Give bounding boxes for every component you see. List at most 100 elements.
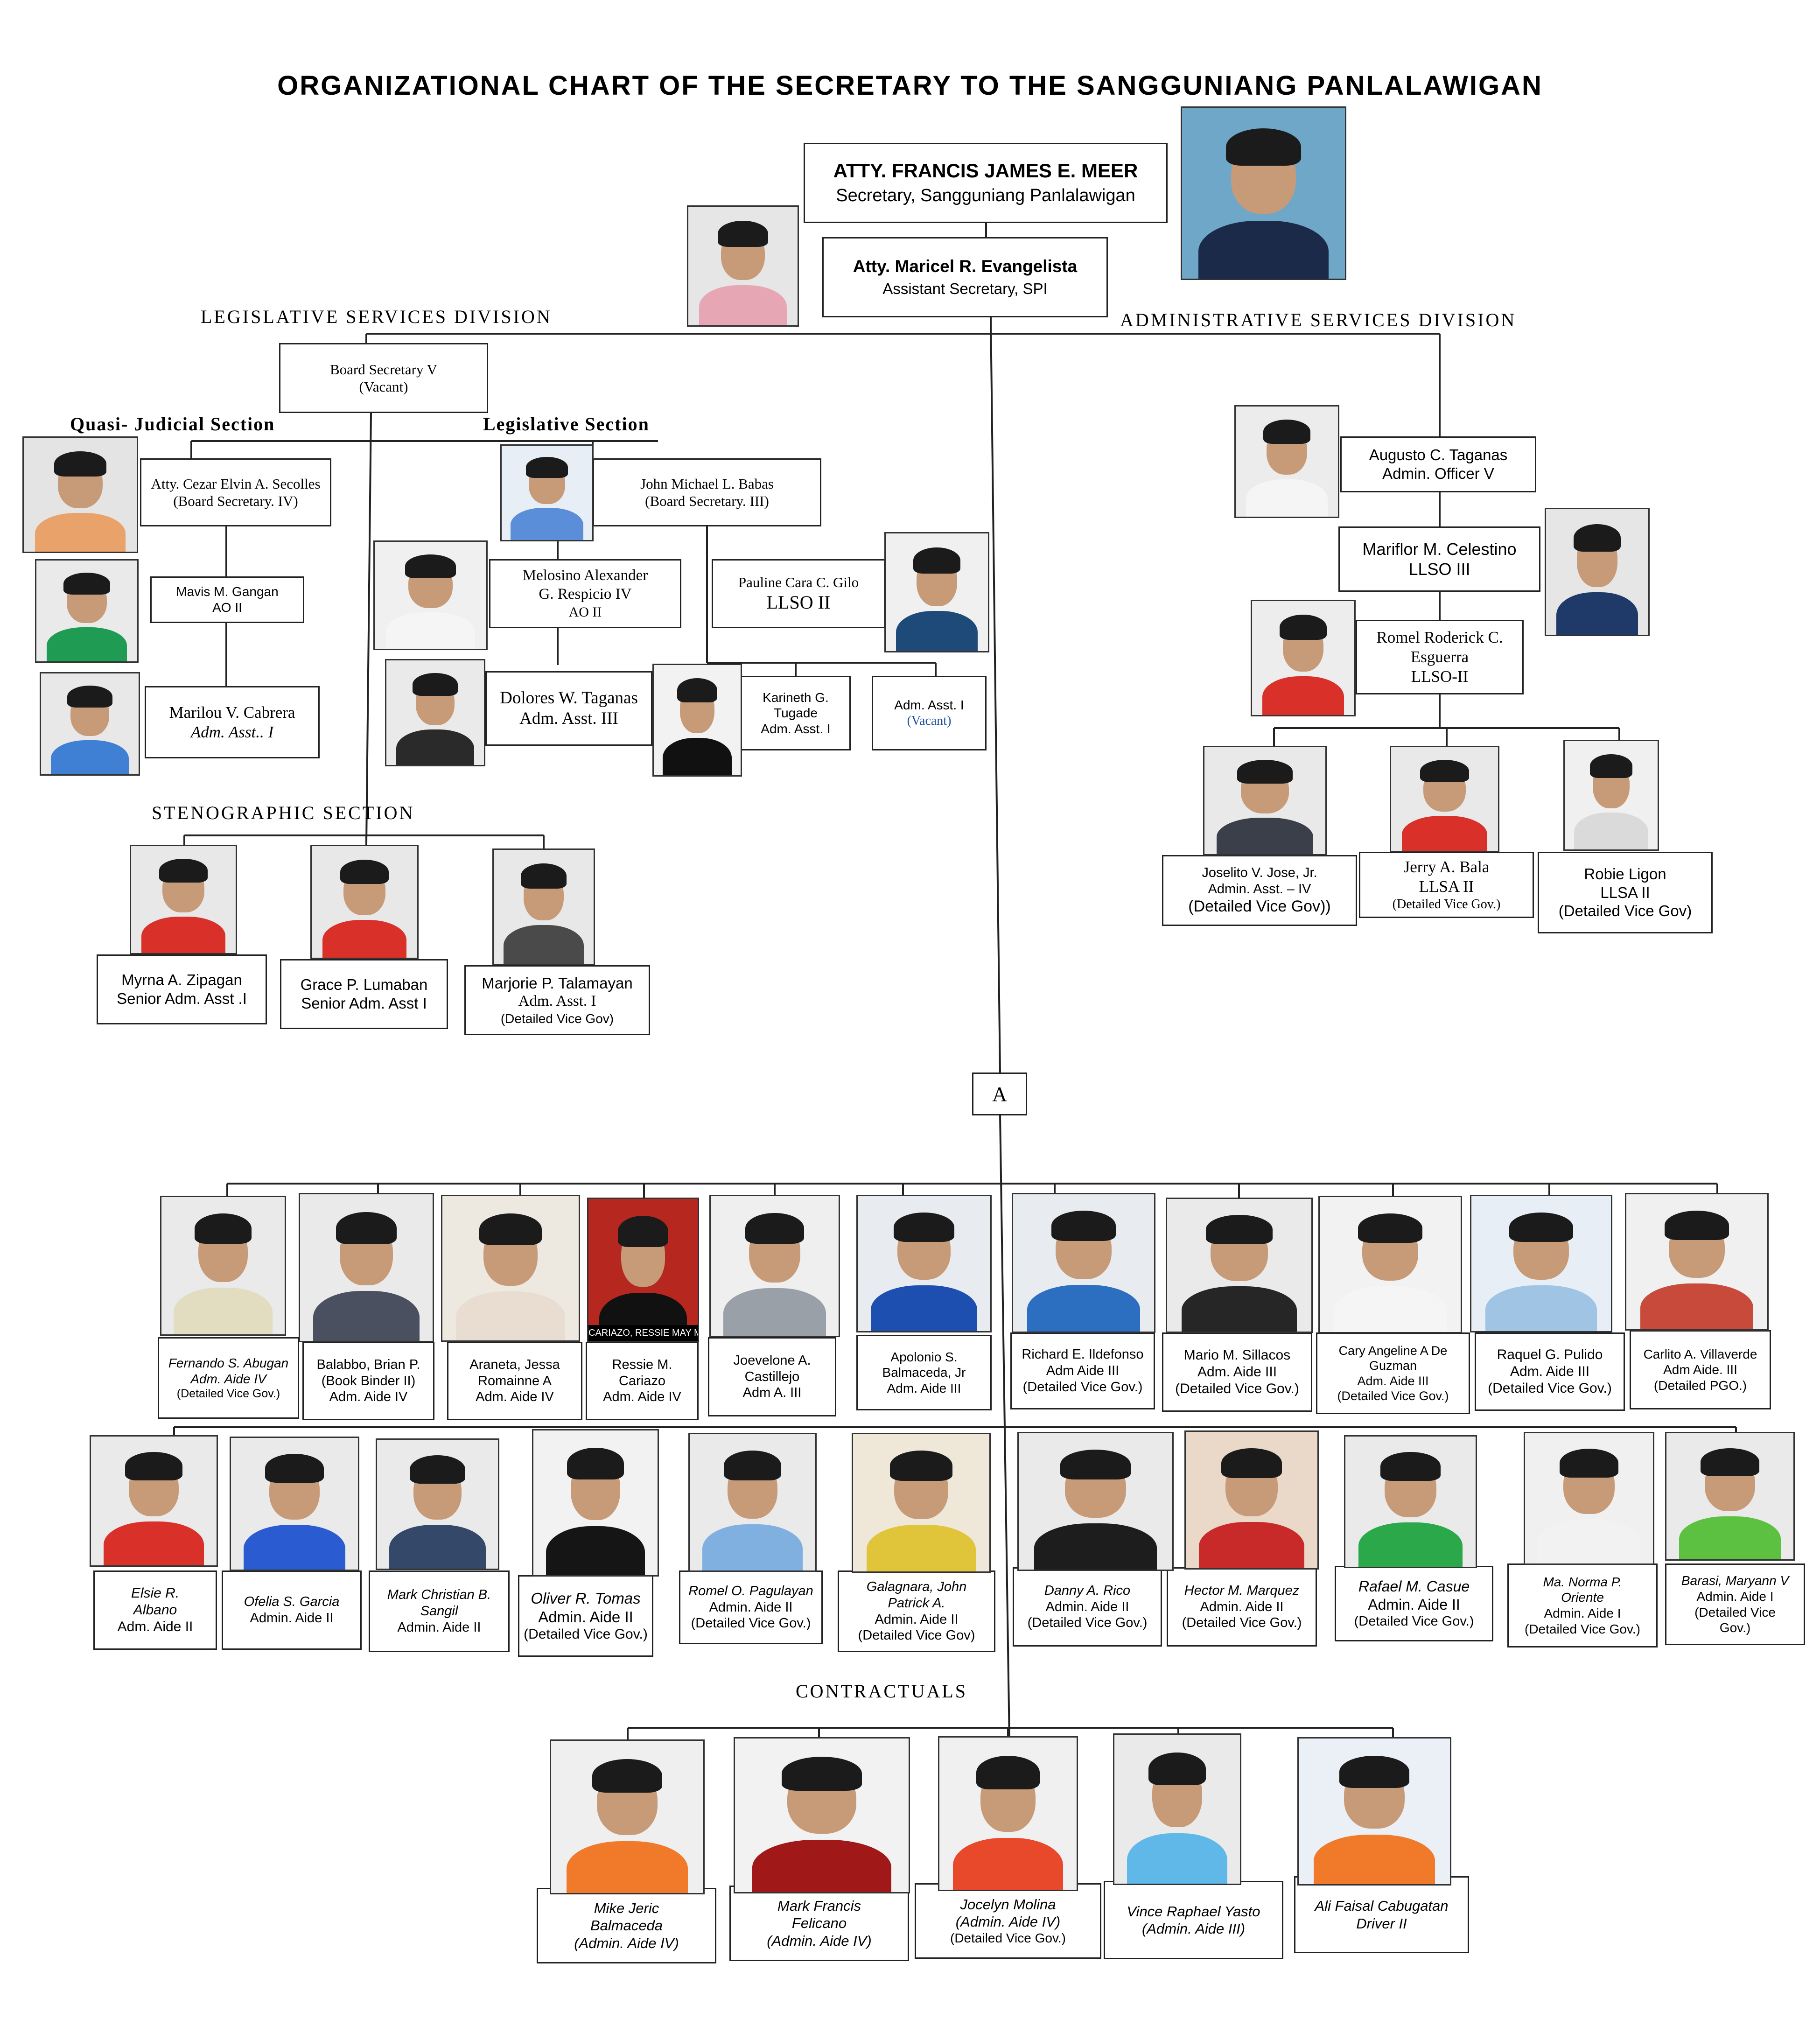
zipagan-box: Myrna A. Zipagan Senior Adm. Asst .I <box>97 954 267 1024</box>
photo-talamayan <box>492 848 595 965</box>
aide-row1-7-name: Richard E. Ildefonso <box>1022 1347 1144 1362</box>
portrait-icon <box>231 1438 358 1570</box>
aide-row1-4-role: Cariazo <box>619 1373 665 1388</box>
aide-row2-11-detail: (Detailed Vice <box>1694 1605 1776 1619</box>
photo-aide-row2-4 <box>532 1429 659 1577</box>
portrait-icon <box>588 1199 698 1341</box>
contractual-5-role: Driver II <box>1356 1915 1407 1932</box>
contractual-3-name: Jocelyn Molina <box>960 1896 1056 1913</box>
respicio-name-2: G. Respicio IV <box>539 586 632 603</box>
aide-row1-2-name: Balabbo, Brian P. <box>316 1357 420 1372</box>
portrait-icon <box>690 1434 815 1570</box>
portrait-icon <box>1019 1433 1172 1570</box>
babas-box: John Michael L. Babas (Board Secretary. … <box>593 458 821 526</box>
aide-row2-5-name: Romel O. Pagulayan <box>688 1583 813 1598</box>
aide-row2-10-role: Admin. Aide I <box>1544 1606 1621 1620</box>
talamayan-role: Adm. Asst. I <box>518 993 596 1010</box>
aide-row1-3-role: Romainne A <box>478 1373 552 1388</box>
cabrera-role: Adm. Asst.. I <box>190 722 274 741</box>
board-secretary-v-title: Board Secretary V <box>329 361 438 378</box>
ligon-role: LLSA II <box>1600 883 1650 901</box>
legislative-division-label: LEGISLATIVE SERVICES DIVISION <box>201 306 552 327</box>
secolles-name: Atty. Cezar Elvin A. Secolles <box>151 475 321 492</box>
portrait-icon <box>1546 509 1648 635</box>
aide-row2-2-role: Admin. Aide II <box>250 1611 334 1626</box>
tugade-role: Adm. Asst. I <box>761 721 831 736</box>
aide-row1-10-name: Raquel G. Pulido <box>1497 1347 1603 1362</box>
photo-aide-row1-4: CARIAZO, RESSIE MAY MEMORIAS <box>587 1198 699 1342</box>
photo-aide-row1-9 <box>1318 1196 1462 1333</box>
portrait-icon <box>1565 741 1658 849</box>
augusto-taganas-box: Augusto C. Taganas Admin. Officer V <box>1340 436 1536 492</box>
photo-aide-row2-3 <box>376 1438 499 1570</box>
photo-secolles <box>22 436 138 553</box>
gilo-name: Pauline Cara C. Gilo <box>738 574 859 591</box>
aide-row2-6-name: Galagnara, John <box>866 1579 967 1594</box>
photo-zipagan <box>130 845 237 954</box>
celestino-name: Mariflor M. Celestino <box>1362 539 1517 559</box>
vacant-assistant-title: Adm. Asst. I <box>894 698 964 713</box>
portrait-icon <box>1252 601 1354 715</box>
portrait-icon <box>551 1741 703 1893</box>
talamayan-name: Marjorie P. Talamayan <box>482 974 633 992</box>
portrait-icon <box>24 438 137 552</box>
portrait-icon <box>654 665 741 775</box>
administrative-division-label: ADMINISTRATIVE SERVICES DIVISION <box>1120 309 1517 330</box>
portrait-icon <box>502 446 592 540</box>
stenographic-section-label: STENOGRAPHIC SECTION <box>152 802 415 823</box>
photo-contractual-4 <box>1113 1733 1241 1885</box>
esguerra-name-2: Esguerra <box>1410 648 1469 666</box>
portrait-icon <box>939 1738 1077 1890</box>
portrait-icon <box>853 1434 989 1571</box>
portrait-icon <box>1299 1739 1450 1884</box>
photo-aide-row2-5 <box>688 1433 817 1572</box>
portrait-icon <box>533 1430 658 1575</box>
esguerra-role: LLSO-II <box>1411 667 1469 686</box>
photo-aide-row2-7 <box>1017 1432 1174 1571</box>
photo-aide-row1-10 <box>1470 1195 1612 1332</box>
vacant-assistant-box: Adm. Asst. I (Vacant) <box>872 676 987 750</box>
aide-row2-9-role: Admin. Aide II <box>1368 1596 1460 1613</box>
aide-row1-11-detail: (Detailed PGO.) <box>1653 1378 1747 1393</box>
photo-contractual-2 <box>734 1737 910 1893</box>
aide-row2-2-name: Ofelia S. Garcia <box>244 1594 340 1610</box>
aide-row2-6-name-2: Patrick A. <box>888 1595 945 1611</box>
contractuals-label: CONTRACTUALS <box>796 1681 968 1702</box>
ligon-box: Robie Ligon LLSA II (Detailed Vice Gov) <box>1538 852 1713 933</box>
aide-row2-3-name-2: Sangil <box>420 1604 458 1619</box>
contractual-1-name: Mike Jeric <box>594 1900 659 1917</box>
portrait-icon <box>312 846 417 958</box>
jose-role: Admin. Asst. – IV <box>1208 881 1311 897</box>
secolles-role: (Board Secretary. IV) <box>173 493 298 509</box>
portrait-icon <box>1471 1196 1611 1331</box>
portrait-icon <box>1666 1433 1793 1559</box>
dolores-taganas-box: Dolores W. Taganas Adm. Asst. III <box>485 671 652 746</box>
aide-row2-1-name-2: Albano <box>133 1602 177 1618</box>
portrait-icon <box>494 850 594 964</box>
celestino-box: Mariflor M. Celestino LLSO III <box>1338 526 1540 592</box>
aide-row1-5-detail: Adm A. III <box>742 1385 802 1401</box>
photo-gilo <box>884 532 989 652</box>
respicio-box: Melosino Alexander G. Respicio IV AO II <box>489 559 681 628</box>
portrait-icon <box>1236 407 1338 517</box>
photo-cabrera <box>40 672 140 776</box>
aide-row1-2-detail: Adm. Aide IV <box>329 1389 408 1405</box>
portrait-icon <box>375 542 486 649</box>
gangan-role: AO II <box>212 600 242 615</box>
contractual-4-role: (Admin. Aide III) <box>1141 1921 1246 1937</box>
aide-row2-10-detail: (Detailed Vice Gov.) <box>1525 1621 1640 1636</box>
portrait-icon <box>300 1194 433 1341</box>
aide-row2-4-role: Admin. Aide II <box>538 1608 633 1626</box>
jose-box: Joselito V. Jose, Jr. Admin. Asst. – IV … <box>1162 855 1357 926</box>
portrait-icon <box>1525 1433 1653 1563</box>
aide-row2-3-name: Mark Christian B. <box>387 1587 491 1603</box>
secretary-name: ATTY. FRANCIS JAMES E. MEER <box>833 160 1138 182</box>
